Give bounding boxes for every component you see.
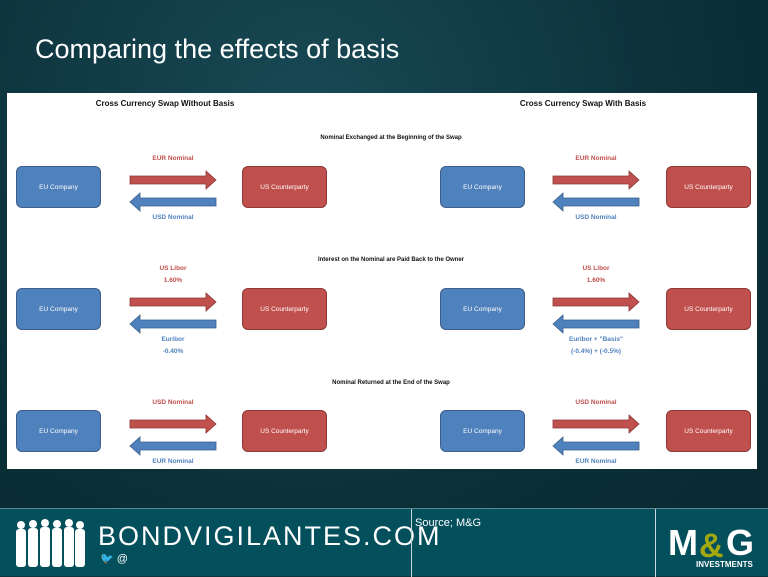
diagram-panel: Cross Currency Swap Without Basis Cross … xyxy=(7,93,757,469)
box-label: US Counterparty xyxy=(684,305,733,313)
bondvigilantes-logo-text[interactable]: BONDVIGILANTES.COM xyxy=(98,521,442,551)
svg-text:INVESTMENTS: INVESTMENTS xyxy=(696,560,754,569)
bottom-flow-label: EUR Nominal xyxy=(536,456,656,468)
section-title: Nominal Returned at the End of the Swap xyxy=(332,380,450,386)
box-label: EU Company xyxy=(463,183,502,191)
right-arrow-icon xyxy=(552,170,640,190)
us-counterparty-box: US Counterparty xyxy=(242,410,327,452)
us-counterparty-box: US Counterparty xyxy=(666,166,751,208)
flow-label-line: US Libor xyxy=(582,265,610,272)
top-flow-label: USD Nominal xyxy=(113,397,233,409)
mg-investments-logo: M & G INVESTMENTS xyxy=(668,523,754,569)
flow-label-line: Euribor xyxy=(161,336,185,343)
left-arrow-icon xyxy=(552,314,640,334)
top-flow-label: EUR Nominal xyxy=(536,153,656,165)
flow-label-line: EUR Nominal xyxy=(152,458,194,465)
heading-with-basis: Cross Currency Swap With Basis xyxy=(519,99,647,108)
top-flow-label: EUR Nominal xyxy=(113,153,233,165)
bottom-flow-label: Euribor -0.40% xyxy=(113,334,233,358)
eu-company-box: EU Company xyxy=(16,410,101,452)
divider xyxy=(655,509,656,577)
eu-company-box: EU Company xyxy=(16,166,101,208)
right-arrow-icon xyxy=(129,414,217,434)
svg-text:G: G xyxy=(726,523,754,563)
flow-label-line: EUR Nominal xyxy=(575,155,617,162)
us-counterparty-box: US Counterparty xyxy=(666,288,751,330)
top-flow-label: USD Nominal xyxy=(536,397,656,409)
footer: BONDVIGILANTES.COM 🐦 @ Source; M&G M & G… xyxy=(0,508,768,577)
left-arrow-icon xyxy=(129,436,217,456)
left-arrow-icon xyxy=(552,436,640,456)
right-arrow-icon xyxy=(552,292,640,312)
box-label: EU Company xyxy=(39,183,78,191)
flow-label-line: 1.60% xyxy=(586,277,606,284)
social-links[interactable]: 🐦 @ xyxy=(100,552,128,565)
people-silhouettes-icon xyxy=(16,519,85,567)
bottom-flow-label: EUR Nominal xyxy=(113,456,233,468)
us-counterparty-box: US Counterparty xyxy=(242,288,327,330)
us-counterparty-box: US Counterparty xyxy=(242,166,327,208)
flow-label-line: EUR Nominal xyxy=(575,458,617,465)
eu-company-box: EU Company xyxy=(440,410,525,452)
right-arrow-icon xyxy=(129,170,217,190)
flow-label-line: (-0.4%) + (-0.5%) xyxy=(570,348,622,355)
box-label: EU Company xyxy=(39,427,78,435)
box-label: EU Company xyxy=(39,305,78,313)
flow-label-line: -0.40% xyxy=(162,348,184,355)
box-label: EU Company xyxy=(463,427,502,435)
box-label: US Counterparty xyxy=(684,427,733,435)
flow-label-line: EUR Nominal xyxy=(152,155,194,162)
us-counterparty-box: US Counterparty xyxy=(666,410,751,452)
left-arrow-icon xyxy=(552,192,640,212)
svg-text:M: M xyxy=(668,523,698,563)
right-arrow-icon xyxy=(552,414,640,434)
twitter-icon[interactable]: 🐦 xyxy=(100,553,114,565)
source-note: Source; M&G xyxy=(415,517,482,529)
top-flow-label: US Libor 1.60% xyxy=(536,263,656,287)
heading-without-basis: Cross Currency Swap Without Basis xyxy=(95,99,235,108)
box-label: US Counterparty xyxy=(260,305,309,313)
flow-label-line: 1.60% xyxy=(163,277,183,284)
flow-label-line: Euribor + "Basis" xyxy=(568,336,624,343)
flow-label-line: USD Nominal xyxy=(575,399,617,406)
svg-text:&: & xyxy=(699,527,724,565)
flow-label-line: US Libor xyxy=(159,265,187,272)
slide-title: Comparing the effects of basis xyxy=(35,34,400,64)
divider xyxy=(411,509,412,577)
section-title: Interest on the Nominal are Paid Back to… xyxy=(317,257,465,263)
bottom-flow-label: USD Nominal xyxy=(536,212,656,224)
box-label: US Counterparty xyxy=(260,183,309,191)
bottom-flow-label: Euribor + "Basis" (-0.4%) + (-0.5%) xyxy=(536,334,656,358)
at-icon[interactable]: @ xyxy=(116,553,128,565)
flow-label-line: USD Nominal xyxy=(152,399,194,406)
left-arrow-icon xyxy=(129,314,217,334)
box-label: US Counterparty xyxy=(260,427,309,435)
flow-label-line: USD Nominal xyxy=(152,214,194,221)
right-arrow-icon xyxy=(129,292,217,312)
eu-company-box: EU Company xyxy=(440,166,525,208)
flow-label-line: USD Nominal xyxy=(575,214,617,221)
section-title: Nominal Exchanged at the Beginning of th… xyxy=(320,135,462,141)
top-flow-label: US Libor 1.60% xyxy=(113,263,233,287)
eu-company-box: EU Company xyxy=(440,288,525,330)
eu-company-box: EU Company xyxy=(16,288,101,330)
box-label: EU Company xyxy=(463,305,502,313)
bottom-flow-label: USD Nominal xyxy=(113,212,233,224)
box-label: US Counterparty xyxy=(684,183,733,191)
left-arrow-icon xyxy=(129,192,217,212)
